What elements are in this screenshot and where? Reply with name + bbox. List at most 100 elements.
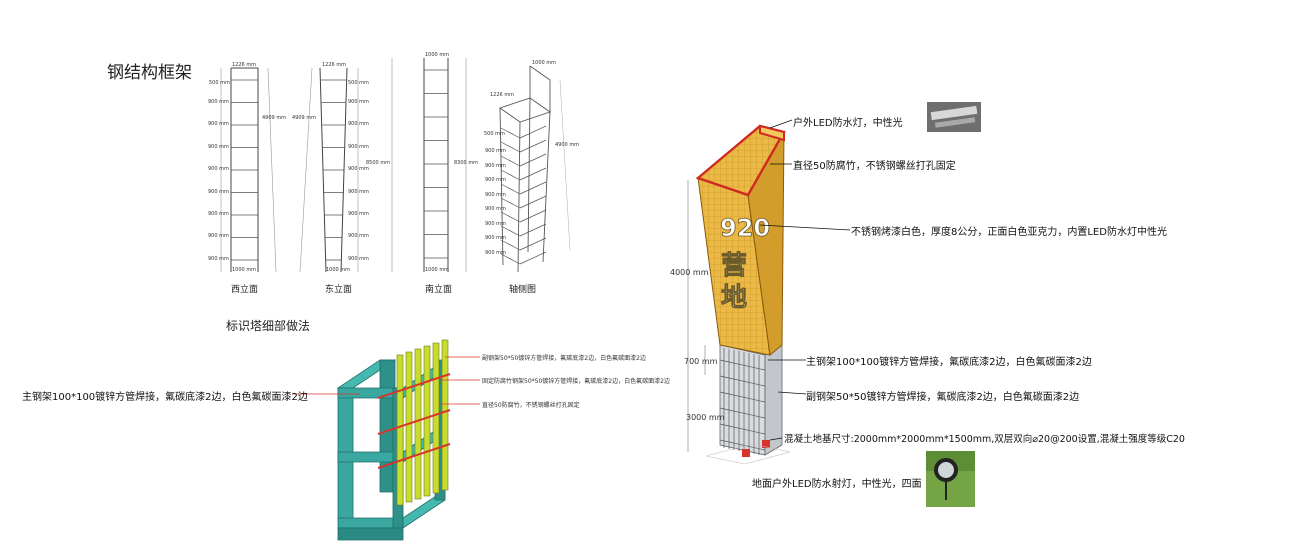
dim-text: 1000 mm (532, 60, 557, 66)
dim-step-text: 900 mm (348, 255, 369, 262)
frame-rung (519, 181, 547, 195)
steel-bar (719, 391, 766, 403)
steel-bar (719, 359, 766, 371)
fixing-bar (377, 443, 451, 469)
west-elevation-drawing (220, 67, 277, 273)
frame-rung (500, 211, 521, 223)
detail-bamboo-note: 直径50防腐竹，不锈钢螺丝打孔固定 (482, 402, 580, 409)
sign-text-line2a: 营 (721, 251, 747, 281)
frame-rung (500, 183, 521, 195)
dim-text: 1000 mm (425, 52, 450, 58)
dim-text: 4900 mm (555, 142, 580, 148)
frame-rung (500, 127, 521, 139)
dim-step-text: 900 mm (348, 211, 369, 217)
tower-main-frame-note: 主钢架100*100镀锌方管焊接，氟碳底漆2边，白色氟碳面漆2边 (806, 357, 1092, 368)
frame-rung (519, 237, 547, 251)
tower-led-note: 户外LED防水灯，中性光 (793, 118, 903, 129)
dim-step-text: 900 mm (485, 177, 506, 183)
dim-step-text: 900 mm (485, 235, 506, 241)
dim-text: 500 mm (209, 80, 230, 86)
dim-text: 1000 mm (232, 267, 257, 273)
frame-rung (500, 169, 521, 181)
steel-bar (719, 375, 766, 387)
dim-4000: 4000 mm (670, 268, 709, 277)
detail-sub-frame-note: 副钢架50*50镀锌方管焊接，氟碳底漆2边，白色氟碳面漆2边 (482, 355, 646, 362)
dim-step-text: 900 mm (348, 233, 369, 240)
frame-rung (519, 167, 547, 181)
frame-rung (500, 197, 521, 209)
dim-text: 8500 mm (366, 160, 391, 166)
detail-frame-drawing (336, 339, 451, 541)
dim-step-text: 900 mm (208, 143, 229, 150)
tower-bamboo-note: 直径50防腐竹，不锈钢螺丝打孔固定 (793, 161, 956, 172)
fixing-bar (377, 373, 451, 399)
axonometric-frame-drawing (499, 65, 571, 273)
dim-step-text: 900 mm (485, 148, 506, 154)
dim-text: 4909 mm (262, 115, 287, 121)
dim-step-text: 900 mm (208, 211, 229, 217)
west-elevation-label: 西立面 (231, 285, 259, 295)
dim-text: 1226 mm (232, 62, 257, 68)
frame-rung (519, 153, 547, 167)
annotation-leaders (292, 119, 851, 441)
steel-bar (719, 407, 766, 419)
detail-main-frame-note: 主钢架100*100镀锌方管焊接，氟碳底漆2边，白色氟碳面漆2边 (22, 392, 308, 403)
steel-bar (719, 423, 766, 435)
sign-text-line2b: 地 (721, 283, 747, 313)
dim-3000: 3000 mm (686, 413, 725, 422)
dim-step-text: 900 mm (485, 206, 506, 212)
fixing-bar (377, 409, 451, 435)
dim-step-text: 900 mm (485, 220, 506, 227)
frame-rung (500, 225, 521, 237)
frame-section-title: 钢结构框架 (107, 63, 192, 83)
dim-step-text: 900 mm (348, 143, 369, 150)
tower-sub-frame-note: 副钢架50*50镀锌方管焊接，氟碳底漆2边，白色氟碳面漆2边 (806, 392, 1080, 403)
frame-rung (500, 253, 521, 265)
frame-rung (519, 125, 547, 139)
bamboo-pole (432, 342, 440, 494)
dim-step-text: 900 mm (348, 99, 369, 105)
axonometric-label: 轴侧图 (509, 285, 537, 295)
frame-rung (519, 195, 547, 209)
frame-rung (500, 155, 521, 167)
ground-light-marker (742, 449, 750, 457)
south-elevation-label: 南立面 (425, 285, 453, 295)
detail-section-title: 标识塔细部做法 (226, 319, 311, 333)
bamboo-pole (405, 351, 413, 503)
dim-text: 500 mm (484, 131, 505, 137)
dim-text: 4909 mm (292, 115, 317, 121)
sign-tower-drawing: 920 营 地 (687, 124, 791, 465)
bamboo-pole (423, 345, 431, 497)
tower-letters-note: 不锈钢烤漆白色，厚度8公分，正面白色亚克力，内置LED防水灯中性光 (851, 227, 1167, 238)
dim-700: 700 mm (684, 357, 718, 366)
dim-step-text: 900 mm (348, 121, 369, 128)
east-elevation-drawing (299, 67, 359, 273)
south-elevation-drawing (391, 58, 467, 272)
dim-step-text: 900 mm (348, 188, 369, 195)
detail-fixed-frame-note: 固定防腐竹钢架50*50镀锌方管焊接，氟碳底漆2边，白色氟碳面漆2边 (482, 378, 670, 385)
dim-step-text: 900 mm (208, 166, 229, 173)
bamboo-pole (441, 339, 449, 491)
frame-rung (500, 239, 521, 251)
dim-step-text: 900 mm (208, 233, 229, 240)
led-strip-photo (927, 102, 981, 132)
dim-step-text: 900 mm (348, 166, 369, 173)
dim-text: 8300 mm (454, 160, 479, 166)
dim-step-text: 900 mm (485, 249, 506, 256)
ground-light-photo (926, 451, 975, 507)
sign-letters: 920 营 地 (720, 214, 771, 314)
dim-text: 1226 mm (490, 92, 515, 98)
bamboo-pole (396, 354, 404, 506)
dim-step-text: 900 mm (485, 162, 506, 169)
dim-text: 1000 mm (425, 267, 450, 273)
dim-text: 1226 mm (322, 62, 347, 68)
ground-light-marker (762, 440, 770, 448)
dim-step-text: 900 mm (208, 255, 229, 262)
steel-bar (719, 439, 766, 451)
frame-rung (519, 251, 547, 265)
sign-text-line1: 920 (720, 214, 770, 242)
east-elevation-label: 东立面 (325, 285, 353, 295)
frame-rung (519, 139, 547, 153)
